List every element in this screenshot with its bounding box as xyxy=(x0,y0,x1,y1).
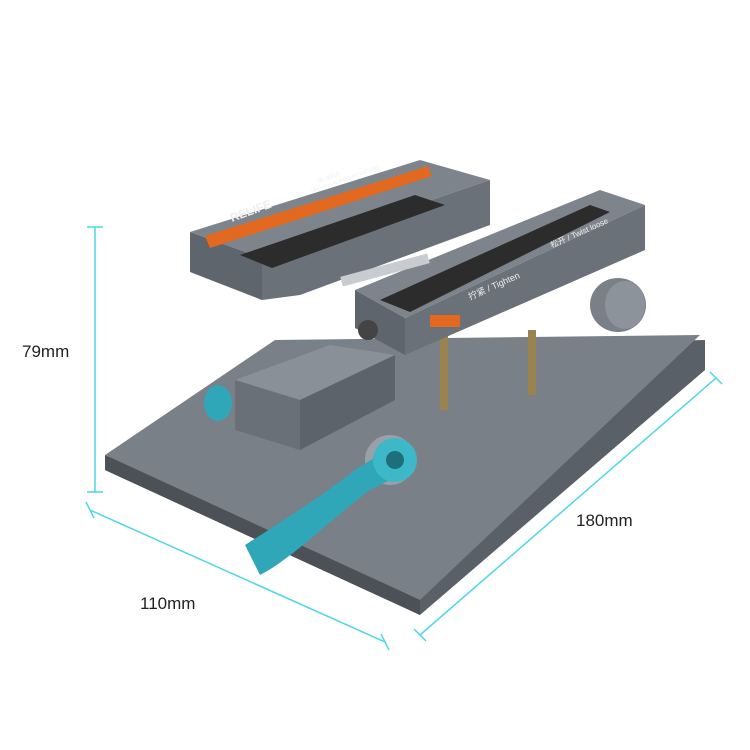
dimension-lines xyxy=(85,226,723,651)
width-dimension-label: 110mm xyxy=(140,594,196,613)
lever xyxy=(245,438,417,575)
length-dimension-label: 180mm xyxy=(576,511,633,530)
upper-fixture xyxy=(190,160,646,355)
knob-cyan xyxy=(204,385,232,421)
height-dimension-label: 79mm xyxy=(22,342,70,361)
orange-rail xyxy=(205,166,432,248)
rubber-pad xyxy=(240,195,445,268)
